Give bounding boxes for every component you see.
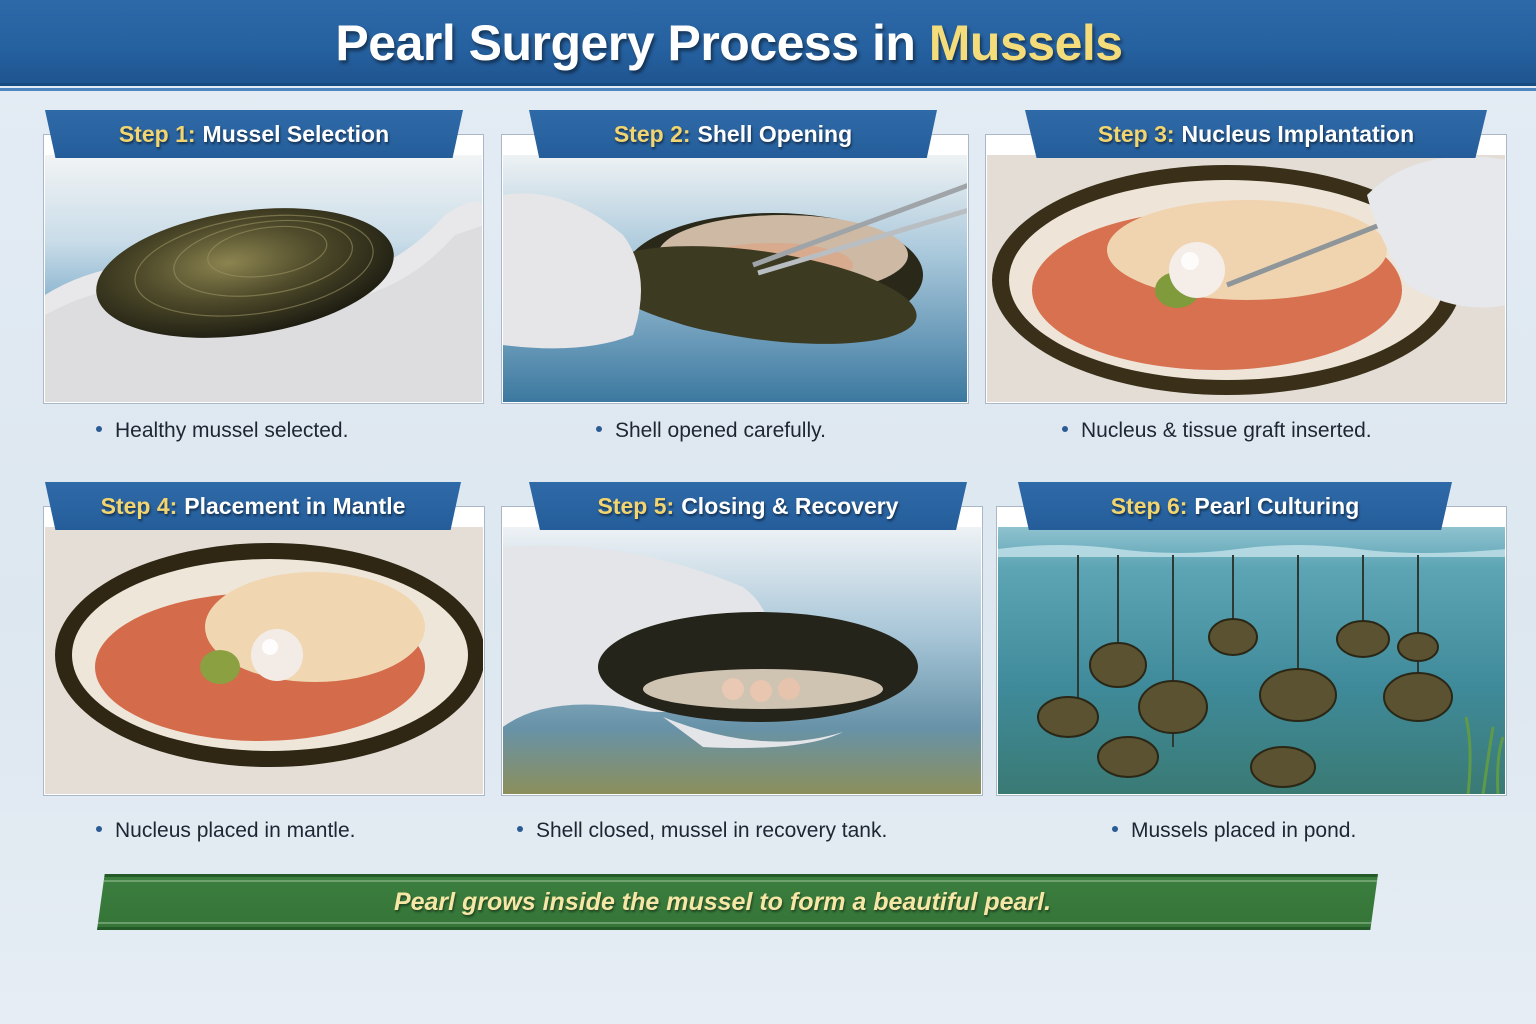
step-card-6: Step 6:Pearl Culturing Mussels placed in… [996, 482, 1507, 852]
step-1-illustration [45, 155, 482, 402]
step-4-banner: Step 4:Placement in Mantle [45, 482, 461, 530]
step-3-caption: Nucleus & tissue graft inserted. [1062, 419, 1372, 443]
caption-text: Nucleus & tissue graft inserted. [1081, 419, 1372, 442]
step-6-image-frame [996, 506, 1507, 796]
caption-text: Nucleus placed in mantle. [115, 819, 356, 842]
step-2-image-frame [501, 134, 969, 404]
page-title: Pearl Surgery Process in Mussels [0, 14, 1536, 72]
step-title: Shell Opening [697, 120, 853, 147]
step-3-illustration [987, 155, 1505, 402]
bullet-icon [96, 426, 102, 433]
summary-banner: Pearl grows inside the mussel to form a … [97, 874, 1378, 930]
caption-text: Shell closed, mussel in recovery tank. [536, 819, 888, 842]
step-1-image-frame [43, 134, 484, 404]
caption-text: Healthy mussel selected. [115, 419, 349, 442]
step-4-illustration [45, 527, 483, 794]
step-number: Step 5: [597, 492, 675, 519]
step-card-4: Step 4:Placement in Mantle Nucleus place… [43, 482, 485, 852]
step-card-2: Step 2:Shell Opening Shell opened carefu… [501, 110, 969, 450]
step-number: Step 6: [1110, 492, 1188, 519]
step-5-image-frame [501, 506, 983, 796]
step-5-caption: Shell closed, mussel in recovery tank. [517, 819, 887, 843]
step-title: Nucleus Implantation [1181, 120, 1415, 147]
step-title: Placement in Mantle [184, 492, 406, 519]
step-2-banner: Step 2:Shell Opening [529, 110, 937, 158]
step-number: Step 4: [100, 492, 178, 519]
step-5-banner: Step 5:Closing & Recovery [529, 482, 967, 530]
step-1-banner: Step 1:Mussel Selection [45, 110, 463, 158]
step-card-5: Step 5:Closing & Recovery Shell closed, … [501, 482, 983, 852]
bullet-icon [96, 826, 102, 833]
step-5-illustration [503, 527, 981, 794]
summary-text: Pearl grows inside the mussel to form a … [393, 887, 1052, 916]
bullet-icon [517, 826, 523, 833]
step-4-caption: Nucleus placed in mantle. [96, 819, 355, 843]
step-4-image-frame [43, 506, 485, 796]
step-3-banner: Step 3:Nucleus Implantation [1025, 110, 1487, 158]
step-number: Step 1: [118, 120, 196, 147]
step-title: Pearl Culturing [1194, 492, 1360, 519]
step-2-caption: Shell opened carefully. [596, 419, 826, 443]
step-6-banner: Step 6:Pearl Culturing [1018, 482, 1452, 530]
caption-text: Mussels placed in pond. [1131, 819, 1357, 842]
step-card-3: Step 3:Nucleus Implantation Nucleus & ti… [985, 110, 1507, 450]
bullet-icon [1062, 426, 1068, 433]
title-accent-text: Mussels [928, 15, 1123, 71]
step-title: Mussel Selection [202, 120, 390, 147]
step-number: Step 3: [1097, 120, 1175, 147]
caption-text: Shell opened carefully. [615, 419, 826, 442]
bullet-icon [596, 426, 602, 433]
bullet-icon [1112, 826, 1118, 833]
step-6-illustration [998, 527, 1505, 794]
title-main-text: Pearl Surgery Process in [335, 15, 929, 71]
step-number: Step 2: [613, 120, 691, 147]
step-card-1: Step 1:Mussel Selection Healthy mussel s… [43, 110, 485, 450]
step-6-caption: Mussels placed in pond. [1112, 819, 1356, 843]
step-1-caption: Healthy mussel selected. [96, 419, 348, 443]
page-header: Pearl Surgery Process in Mussels [0, 0, 1536, 91]
step-2-illustration [503, 155, 967, 402]
step-3-image-frame [985, 134, 1507, 404]
step-title: Closing & Recovery [681, 492, 899, 519]
